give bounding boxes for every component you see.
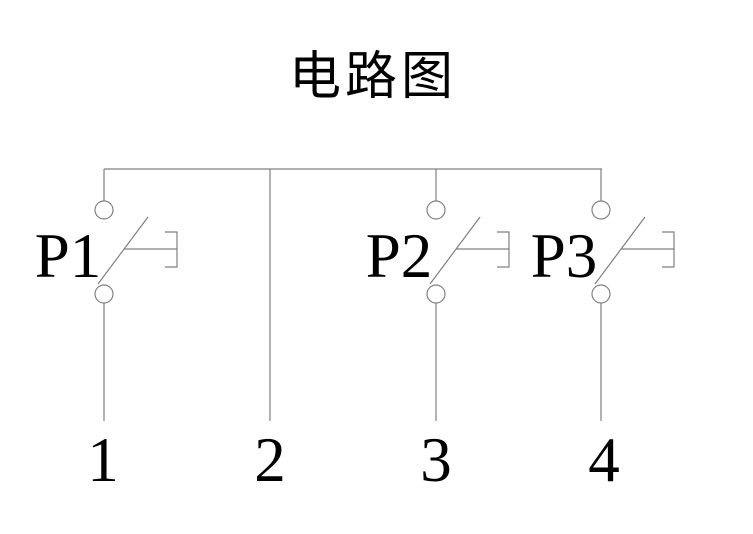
terminal-label-1: 1 — [87, 425, 119, 495]
contact-terminal-circle — [426, 200, 446, 220]
push-button-switch-p1 — [94, 169, 178, 421]
switch-label-p2: P2 — [365, 221, 433, 291]
terminal-label-2: 2 — [254, 425, 286, 495]
push-button-switch-p3 — [591, 169, 675, 421]
push-actuator-bracket — [497, 231, 510, 268]
diagram-title: 电路图 — [288, 49, 458, 106]
contact-terminal-circle — [591, 200, 611, 220]
push-actuator-bracket — [662, 231, 675, 268]
switch-label-p1: P1 — [34, 221, 102, 291]
contact-terminal-circle — [94, 200, 114, 220]
switch-label-p3: P3 — [530, 221, 598, 291]
push-actuator-bracket — [165, 231, 178, 268]
switch-lever — [594, 216, 646, 285]
terminal-label-4: 4 — [588, 425, 620, 495]
terminal-label-3: 3 — [420, 425, 452, 495]
switch-lever — [429, 216, 481, 285]
push-button-switch-p2 — [426, 169, 510, 421]
switch-lever — [97, 216, 149, 285]
